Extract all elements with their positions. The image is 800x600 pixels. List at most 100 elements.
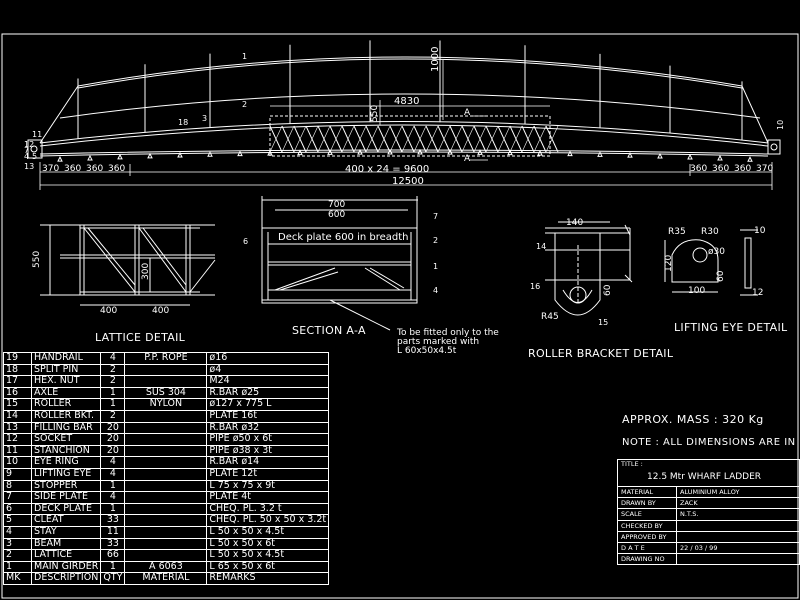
title-block-value: N.T.S. (676, 508, 800, 521)
bom-remarks: PIPE ø38 x 3t (206, 444, 330, 458)
callout-2: 2 (242, 100, 248, 109)
elev-dim-mid: 550 (370, 104, 380, 122)
bom-qty: 11 (100, 525, 126, 539)
callout-10: 10 (776, 119, 785, 130)
callout-7: 7 (24, 146, 30, 155)
bom-description: HEX. NUT (30, 375, 102, 388)
bom-remarks: M24 (206, 375, 330, 388)
bom-mk: 17 (3, 375, 32, 388)
bom-qty: 4 (100, 491, 126, 504)
bom-qty: 4 (100, 352, 126, 365)
bom-description: SIDE PLATE (30, 491, 102, 504)
title-block-key: APPROVED BY (617, 530, 677, 543)
elev-section-mark-bottom: A (464, 154, 471, 164)
bom-mk: MK (3, 572, 32, 585)
elev-left-spacing-3: 360 (108, 164, 126, 174)
title-block-row: CHECKED BY (617, 519, 800, 532)
elev-dim-overall: 12500 (392, 176, 424, 187)
elev-dim-top: 4830 (394, 96, 420, 107)
bom-qty: 1 (100, 386, 126, 400)
callout-5: 5 (32, 152, 38, 161)
title-block-row: APPROVED BY (617, 530, 800, 543)
bom-mk: 19 (3, 352, 32, 365)
bom-qty: 4 (100, 456, 126, 469)
bom-qty: 1 (100, 398, 126, 411)
title-block-value: ALUMINIUM ALLOY (676, 485, 800, 499)
bom-qty: 1 (100, 502, 126, 516)
bom-mk: 14 (3, 409, 32, 423)
bom-material (124, 433, 208, 446)
bom-mk: 10 (3, 456, 32, 469)
bom-description: FILLING BAR (30, 421, 102, 435)
callout-18: 18 (178, 118, 189, 127)
bom-qty: 20 (100, 433, 126, 446)
bom-description: BEAM (30, 537, 102, 551)
lattice-dim-height: 550 (32, 250, 42, 268)
bom-mk: 11 (3, 444, 32, 458)
bom-description: STANCHION (30, 444, 102, 458)
bom-material (124, 491, 208, 504)
bom-description: HANDRAIL (30, 352, 102, 365)
section-callout-2: 2 (433, 236, 439, 245)
bom-remarks: R.BAR ø14 (206, 456, 330, 469)
bom-material (124, 421, 208, 435)
section-callout-6: 6 (243, 237, 249, 246)
elev-left-spacing-0: 370 (42, 164, 60, 174)
callout-11: 11 (32, 130, 43, 139)
bom-remarks: L 50 x 50 x 4.5t (206, 549, 330, 562)
elevation-dimensions (39, 60, 773, 190)
elev-left-spacing-2: 360 (86, 164, 104, 174)
lifting-dim-100: 100 (688, 286, 706, 296)
dimensions-note: NOTE : ALL DIMENSIONS ARE IN MM (622, 437, 800, 448)
ladder-elevation (27, 56, 781, 159)
bom-qty: 2 (100, 363, 126, 377)
bom-remarks: L 65 x 50 x 6t (206, 560, 330, 574)
callout-4: 4 (24, 152, 30, 161)
roller-bracket-drawing (545, 221, 633, 316)
bom-material (124, 525, 208, 539)
bom-material (124, 363, 208, 377)
bom-material (124, 502, 208, 516)
roller-dim-radius: R45 (541, 312, 559, 322)
bom-description: MAIN GIRDER (30, 560, 102, 574)
section-fit-note-2: parts marked with (397, 337, 480, 347)
bom-material: NYLON (124, 398, 208, 411)
lattice-detail-title: LATTICE DETAIL (95, 331, 186, 344)
section-aa-title: SECTION A-A (292, 324, 366, 337)
title-block-key: SCALE (617, 508, 677, 521)
elev-right-spacing-1: 360 (712, 164, 730, 174)
bom-material (124, 514, 208, 527)
bom-material (124, 375, 208, 388)
bom-mk: 9 (3, 467, 32, 481)
title-block-value: 22 / 03 / 99 (676, 541, 800, 555)
lifting-eye-drawing (664, 229, 758, 296)
bom-material (124, 409, 208, 423)
lattice-dim-bay-left: 400 (100, 306, 118, 316)
bom-qty: 20 (100, 421, 126, 435)
bom-remarks: PLATE 12t (206, 467, 330, 481)
section-aa-drawing (261, 196, 418, 331)
roller-callout-15: 15 (598, 318, 609, 327)
elev-section-mark-top: A (464, 108, 471, 118)
lifting-dim-120: 120 (664, 254, 674, 272)
mass-note: APPROX. MASS : 320 Kg (622, 413, 764, 426)
title-block-key: MATERIAL (617, 485, 677, 499)
lattice-dim-bay-right: 400 (152, 306, 170, 316)
lifting-dia30: ø30 (708, 247, 725, 257)
bom-qty: QTY (100, 572, 126, 585)
drawing-title: 12.5 Mtr WHARF LADDER (647, 472, 762, 482)
callout-1: 1 (242, 52, 248, 61)
lifting-dim-10: 10 (754, 226, 766, 236)
lattice-dim-inner: 300 (141, 262, 151, 280)
bom-material (124, 444, 208, 458)
bom-mk: 6 (3, 502, 32, 516)
